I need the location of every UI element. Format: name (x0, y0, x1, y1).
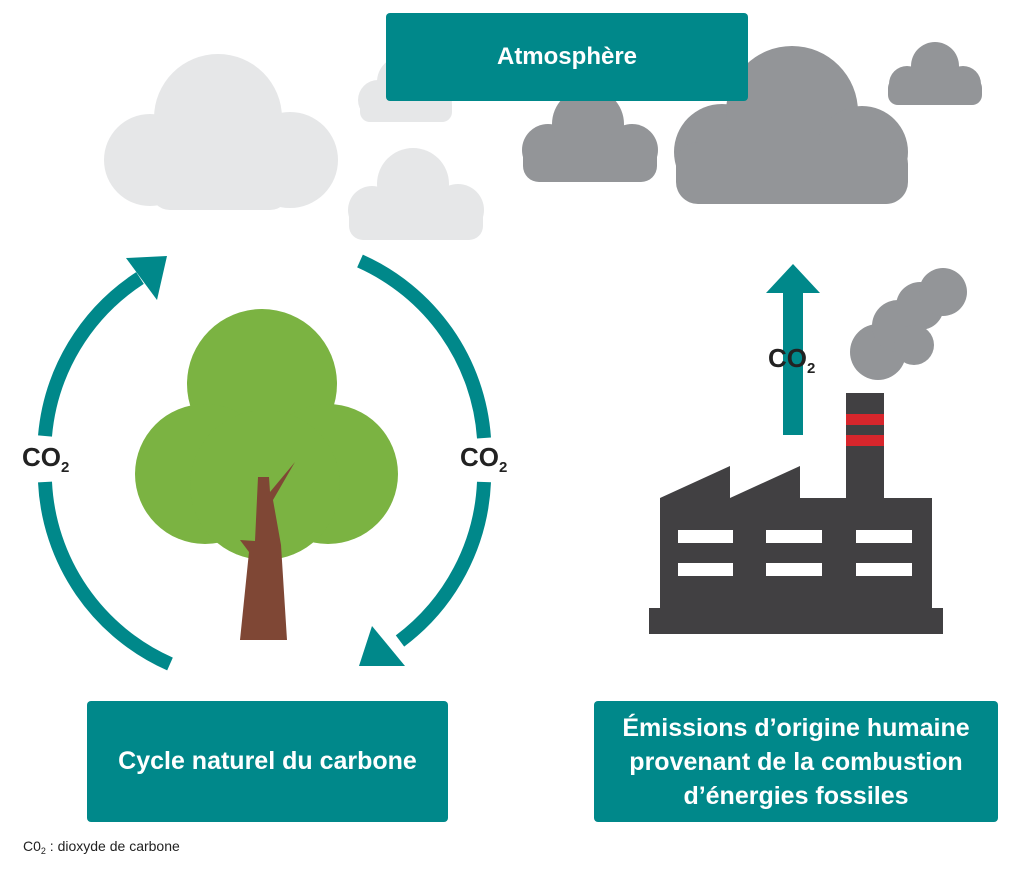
atmosphere-label-text: Atmosphère (496, 43, 638, 70)
arrow-right-lower-icon (395, 481, 491, 647)
footnote-symbol: C0 (23, 838, 41, 854)
emissions-label-line: provenant de la combustion (629, 747, 963, 776)
footnote: C02 : dioxyde de carbone (23, 838, 180, 856)
arrow-right-down-icon (357, 254, 491, 439)
factory-up-arrow-icon (766, 264, 820, 435)
co2-main-text: CO (768, 343, 807, 373)
co2-subscript: 2 (807, 360, 816, 377)
arrow-left-up-icon (38, 272, 144, 437)
emissions-label: Émissions d’origine humaine provenant de… (594, 701, 998, 822)
dark-cloud-left-icon (522, 88, 658, 182)
factory-icon (649, 393, 943, 634)
arrow-left-down-icon (38, 481, 173, 671)
natural-cycle-label: Cycle naturel du carbone (87, 701, 448, 822)
arrowhead-top-left-icon (126, 256, 167, 300)
co2-label-left: CO2 (22, 442, 70, 476)
emissions-label-line: Émissions d’origine humaine (622, 713, 970, 742)
co2-subscript: 2 (61, 459, 70, 476)
footnote-text: : dioxyde de carbone (45, 838, 180, 854)
light-cloud-large-icon (104, 54, 338, 210)
co2-subscript: 2 (499, 459, 508, 476)
emissions-label-line: d’énergies fossiles (683, 781, 909, 810)
co2-main-text: CO (460, 442, 499, 472)
cycle-arrows (38, 254, 491, 671)
light-cloud-small-bottom-icon (348, 148, 484, 240)
co2-main-text: CO (22, 442, 61, 472)
footnote-subscript: 2 (40, 846, 46, 856)
dark-cloud-large-icon (674, 46, 908, 204)
atmosphere-label: Atmosphère (386, 13, 748, 101)
co2-label-factory: CO2 (768, 345, 815, 376)
smoke-icon (850, 268, 967, 380)
co2-label-right: CO2 (460, 442, 508, 476)
natural-cycle-label-text: Cycle naturel du carbone (118, 747, 417, 775)
arrowhead-bottom-right-icon (359, 626, 405, 666)
dark-cloud-small-icon (888, 42, 982, 105)
tree-icon (135, 309, 398, 640)
